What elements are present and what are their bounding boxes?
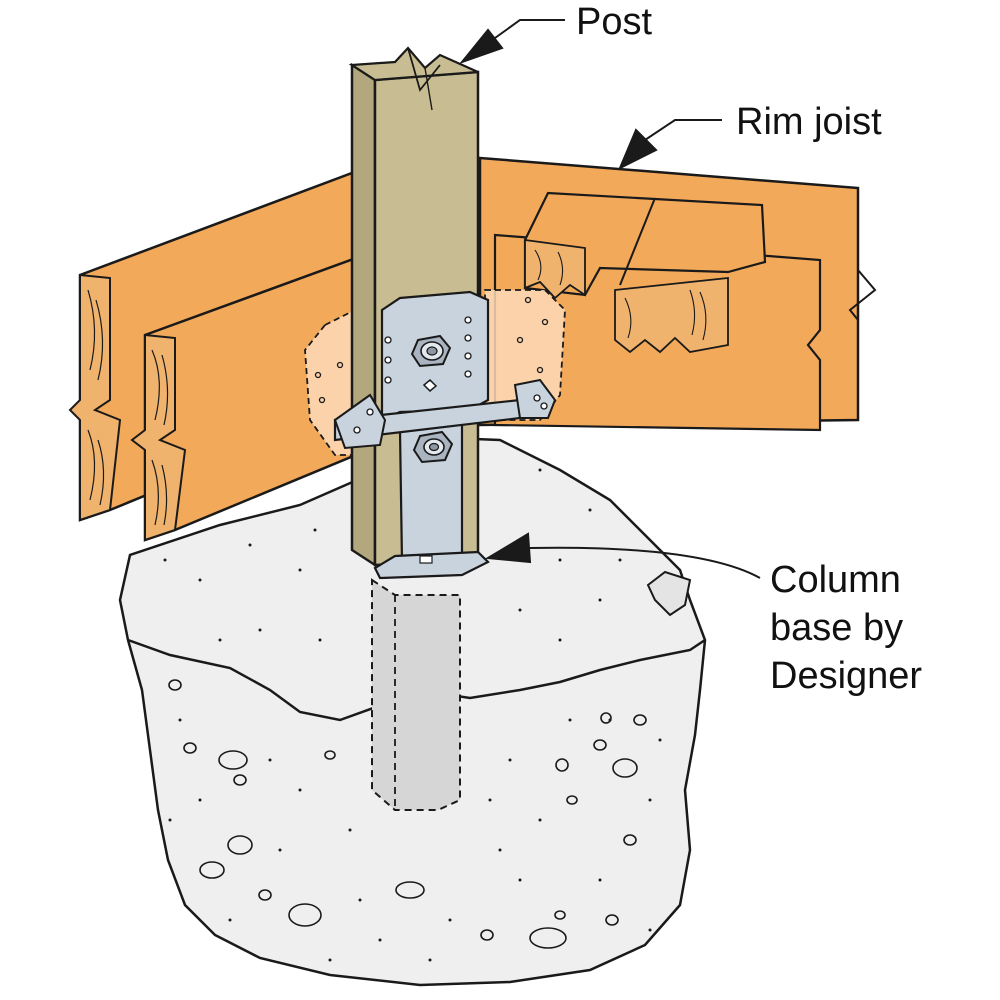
post-leader-line xyxy=(494,19,565,39)
rim-joist-leader-line xyxy=(644,119,722,141)
rim-joist-leader-arrow xyxy=(618,128,658,171)
joist-block-end-left xyxy=(524,238,586,300)
column-base-leader-arrow xyxy=(484,532,532,564)
embedded-post xyxy=(371,578,461,811)
post-torn-top xyxy=(348,46,479,82)
post-label: Post xyxy=(576,1,652,43)
lower-bolt-nut xyxy=(412,430,454,464)
concrete-aggregate xyxy=(168,679,647,949)
joist-block-end-right xyxy=(614,276,729,354)
steel-bracket xyxy=(333,290,557,580)
callout-leaders xyxy=(458,19,761,579)
concrete-chip xyxy=(646,570,692,617)
bracket-nail-holes xyxy=(353,316,548,434)
upper-bolt-nut xyxy=(410,334,452,368)
post-side-face xyxy=(350,62,377,568)
rim-joist-end xyxy=(848,188,877,420)
post-leader-arrow xyxy=(458,28,504,65)
left-back-board-end xyxy=(68,273,122,522)
column-base-leader-line xyxy=(529,546,761,579)
concrete-speckles xyxy=(163,468,662,962)
rim-joist-label: Rim joist xyxy=(736,101,882,143)
column-base-plate xyxy=(373,550,490,580)
left-front-board-end xyxy=(130,333,187,542)
bracket-left-tab xyxy=(333,393,387,450)
column-base-label-line-1: Column xyxy=(770,559,901,601)
column-base-label-line-3: Designer xyxy=(770,655,922,697)
column-base-label-line-2: base by xyxy=(770,607,903,649)
